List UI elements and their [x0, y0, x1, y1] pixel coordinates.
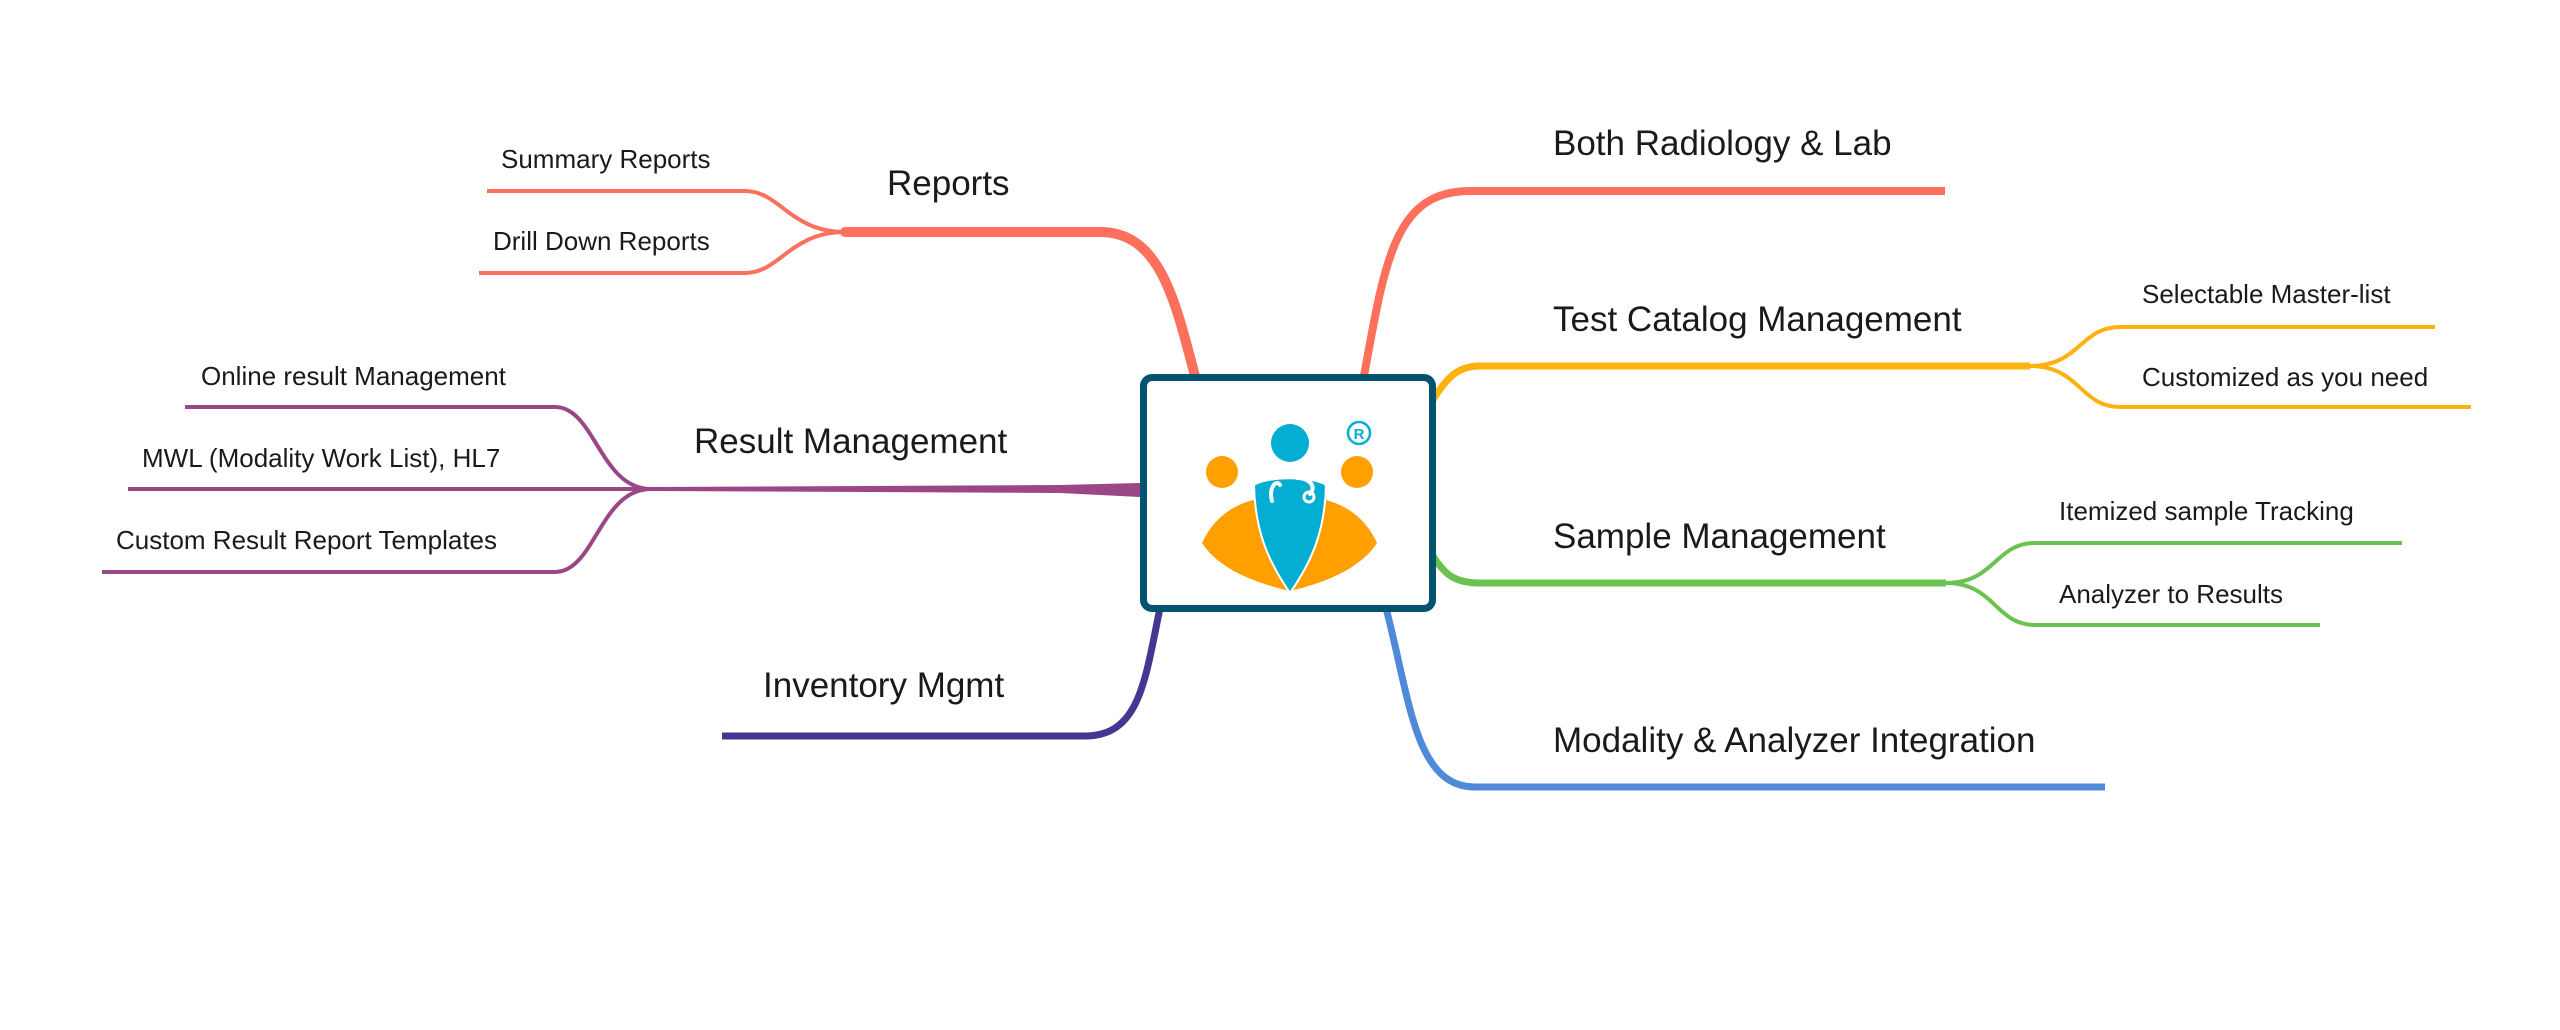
- doctor-stethoscope-logo-icon: R: [1202, 420, 1377, 595]
- connector-selectable-master-list: [2029, 325, 2435, 368]
- connector-inventory-mgmt: [722, 607, 1164, 740]
- connector-result-management: [651, 483, 1140, 497]
- branch-label-modality-analyzer-integration[interactable]: Modality & Analyzer Integration: [1553, 721, 2036, 760]
- center-node[interactable]: R: [1140, 374, 1436, 612]
- branch-sample-management-connector: [1430, 541, 2402, 627]
- connector-online-result-management: [185, 405, 652, 491]
- connector-sample-management: [1430, 554, 1946, 587]
- connector-analyzer-to-results: [1945, 581, 2320, 627]
- branch-label-reports[interactable]: Reports: [887, 164, 1010, 203]
- left-person-head-icon: [1206, 456, 1238, 488]
- branch-label-test-catalog-management[interactable]: Test Catalog Management: [1553, 300, 1962, 339]
- connector-both-radiology-lab: [1360, 187, 1945, 377]
- connector-reports: [840, 227, 1200, 381]
- connector-itemized-sample-tracking: [1945, 541, 2402, 585]
- branch-label-inventory-mgmt[interactable]: Inventory Mgmt: [763, 666, 1005, 705]
- registered-mark-icon: R: [1354, 426, 1365, 443]
- subtopic-mwl-hl7[interactable]: MWL (Modality Work List), HL7: [142, 443, 501, 473]
- connector-customized-as-you-need: [2029, 364, 2471, 409]
- right-person-head-icon: [1341, 456, 1373, 488]
- subtopic-analyzer-to-results[interactable]: Analyzer to Results: [2059, 579, 2283, 609]
- connector-custom-result-report-templates: [102, 487, 652, 574]
- branch-test-catalog-connector: [1429, 325, 2471, 409]
- connector-modality-analyzer-integration: [1382, 607, 2105, 791]
- doctor-head-icon: [1271, 424, 1309, 462]
- branch-inventory-mgmt-connector: [722, 607, 1164, 740]
- branch-label-both-radiology-lab[interactable]: Both Radiology & Lab: [1553, 124, 1892, 163]
- subtopic-custom-result-report-templates[interactable]: Custom Result Report Templates: [116, 525, 498, 555]
- branch-both-radiology-lab-connector: [1360, 187, 1945, 377]
- subtopic-online-result-management[interactable]: Online result Management: [201, 361, 506, 391]
- branch-label-result-management[interactable]: Result Management: [694, 422, 1008, 461]
- stethoscope-chestpiece-icon: [1302, 490, 1316, 504]
- branch-result-management-connector: [102, 405, 1140, 574]
- subtopic-drill-down-reports[interactable]: Drill Down Reports: [493, 226, 710, 256]
- branch-label-sample-management[interactable]: Sample Management: [1553, 517, 1886, 556]
- branch-modality-analyzer-connector: [1382, 607, 2105, 791]
- registered-mark-circle-icon: [1346, 420, 1372, 446]
- subtopic-summary-reports[interactable]: Summary Reports: [501, 144, 711, 174]
- subtopic-itemized-sample-tracking[interactable]: Itemized sample Tracking: [2059, 496, 2354, 526]
- connector-test-catalog-management: [1429, 362, 2030, 402]
- subtopic-customized-as-you-need[interactable]: Customized as you need: [2142, 362, 2429, 392]
- subtopic-selectable-master-list[interactable]: Selectable Master-list: [2142, 279, 2391, 309]
- branch-reports-connector: [479, 189, 1200, 381]
- connector-summary-reports: [487, 189, 846, 234]
- connector-drill-down-reports: [479, 230, 846, 275]
